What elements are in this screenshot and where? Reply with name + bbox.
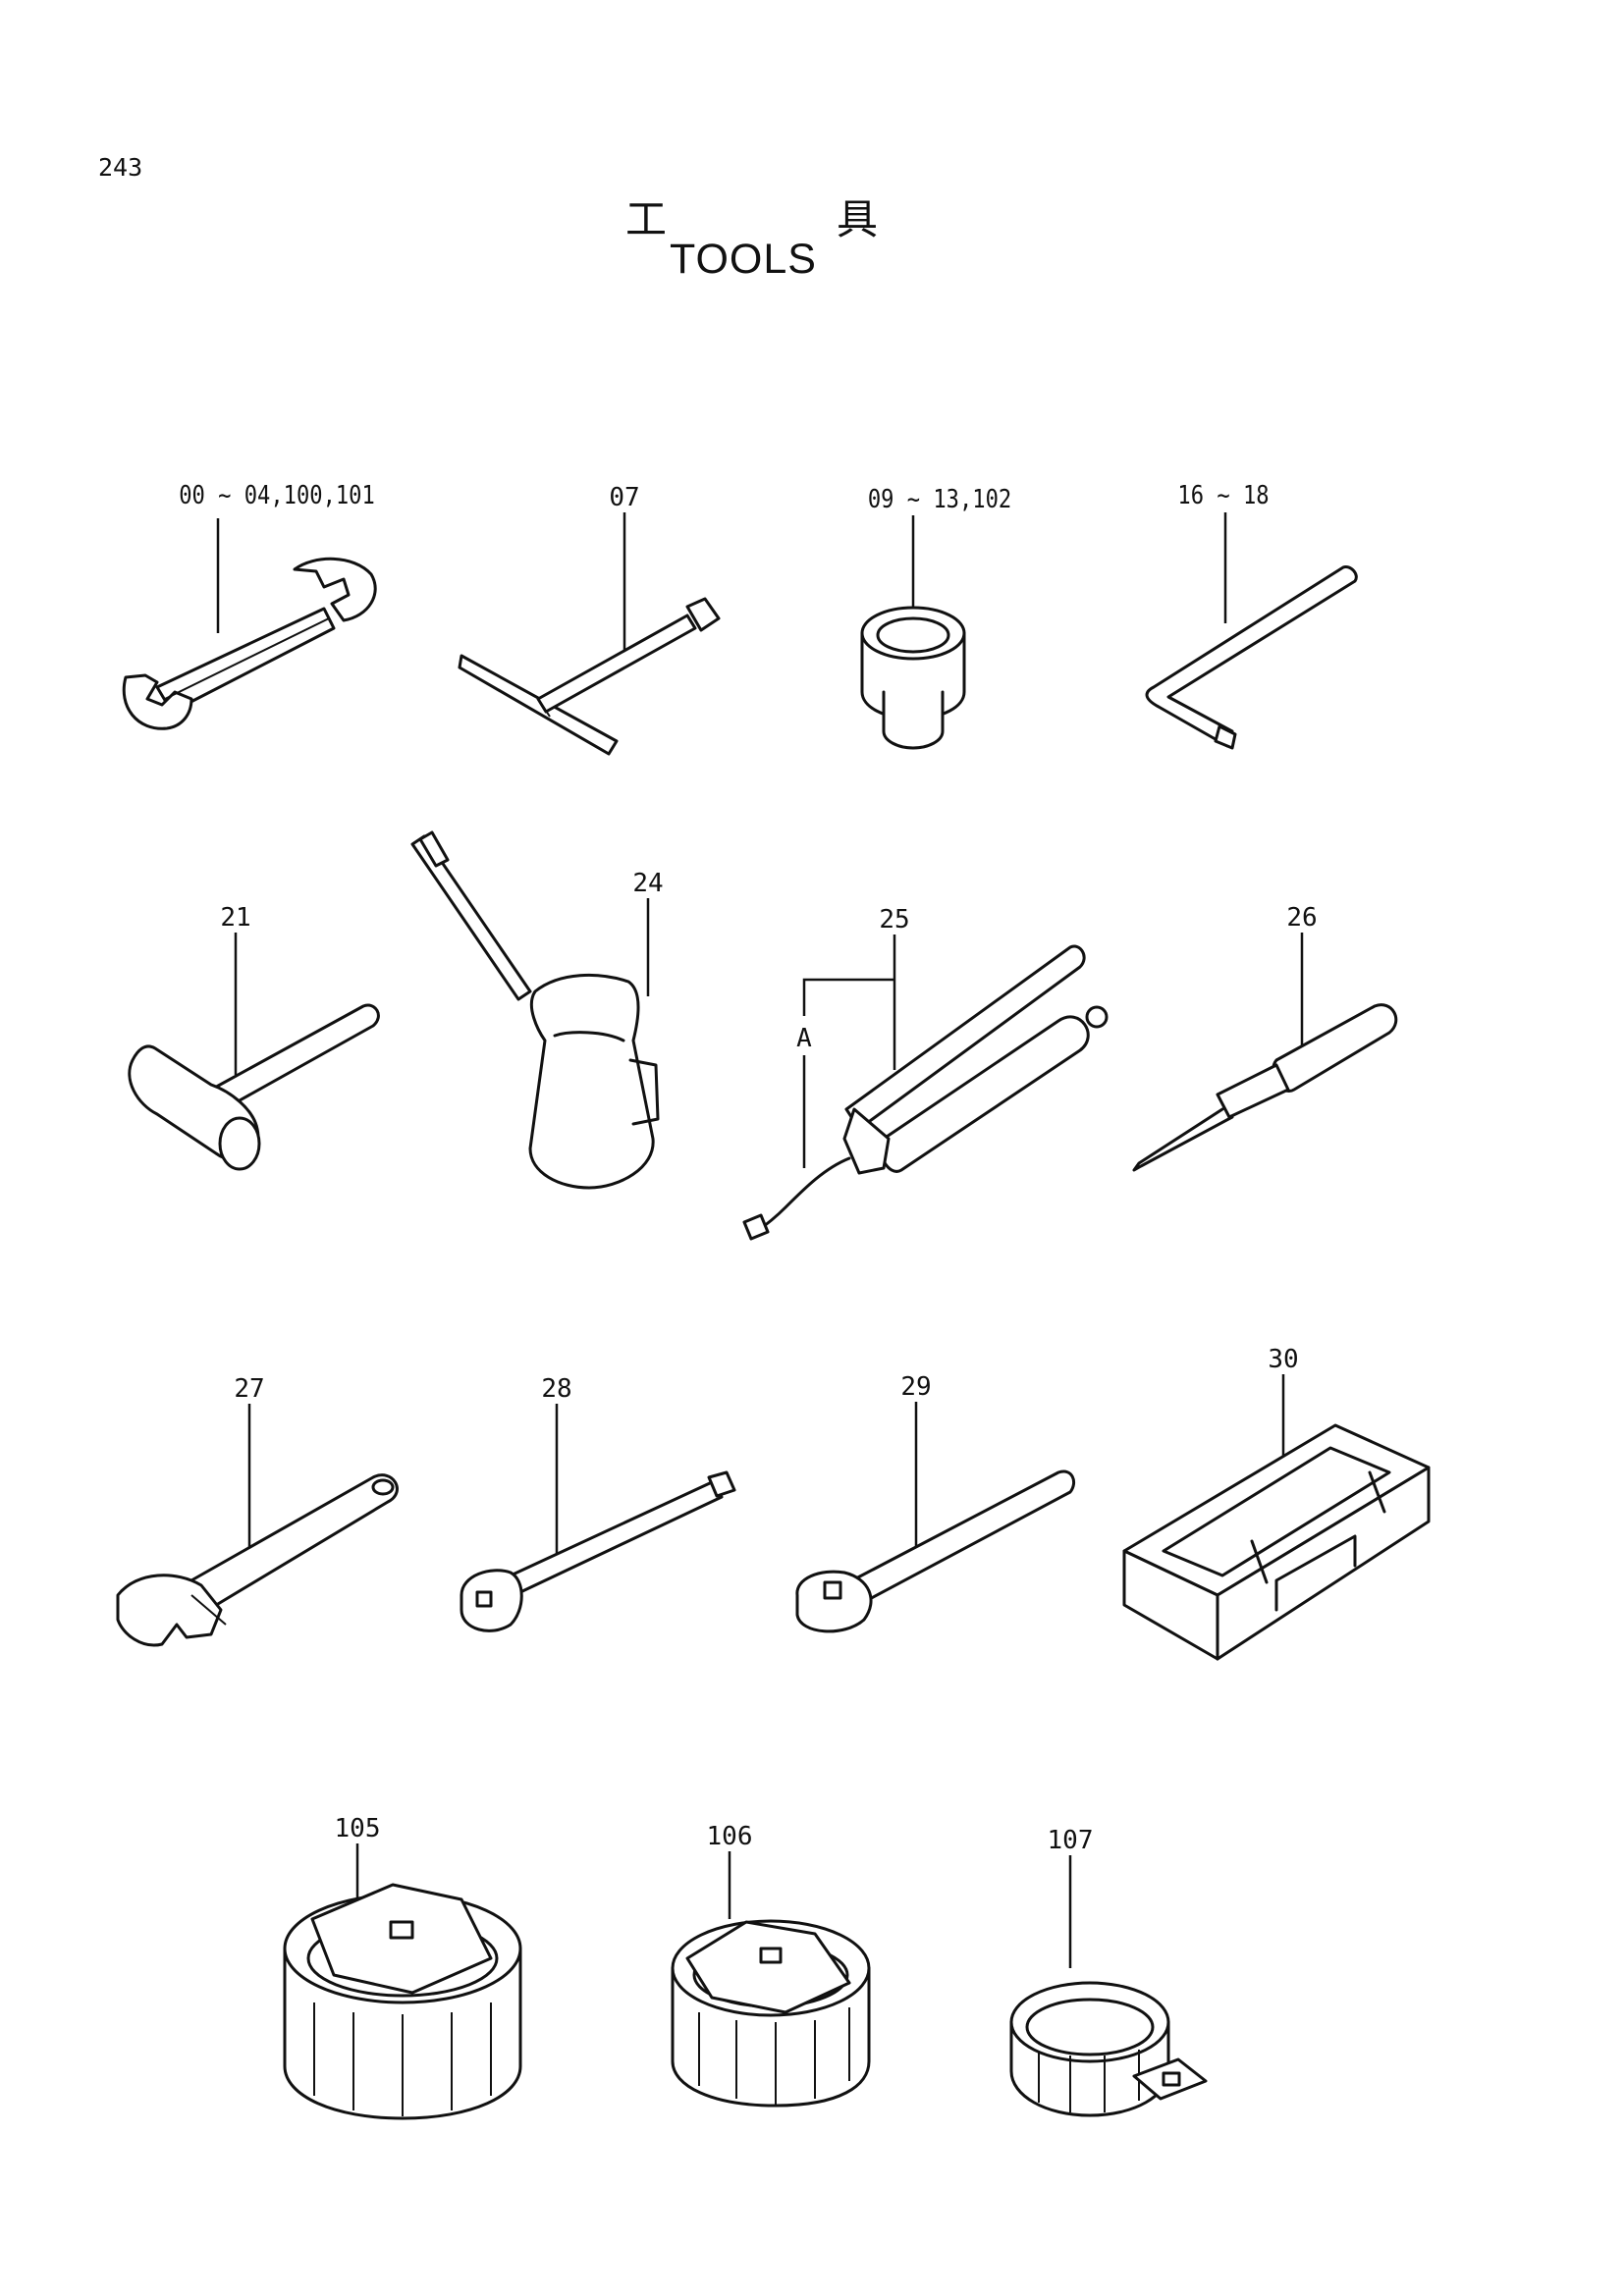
screwdriver <box>1132 933 1398 1172</box>
adjustable-wrench <box>116 1404 399 1647</box>
hex-key <box>1145 512 1358 750</box>
callout-hammer: 21 <box>220 903 251 933</box>
filter-wrench-small <box>1009 1855 1208 2117</box>
callout-oil-can: 24 <box>632 869 664 898</box>
double-open-end-wrench <box>122 518 377 730</box>
oil-can <box>410 830 660 1190</box>
ratchet-handle <box>795 1402 1075 1633</box>
page-title-japanese: 工 具 <box>0 187 1624 245</box>
callout-filter-wrench-medium: 106 <box>706 1822 753 1851</box>
grease-gun <box>742 934 1109 1241</box>
callout-tool-box: 30 <box>1268 1345 1299 1374</box>
tool-box <box>1122 1374 1431 1661</box>
callout-socket: 09 ~ 13,102 <box>867 485 1012 514</box>
ball-peen-hammer <box>128 933 380 1171</box>
callout-t-wrench: 07 <box>609 483 640 512</box>
callout-screwdriver: 26 <box>1286 903 1318 933</box>
socket <box>860 515 966 750</box>
callout-filter-wrench-small: 107 <box>1047 1826 1094 1855</box>
extension-bar <box>460 1404 736 1632</box>
callout-grease-gun-nozzle: A <box>796 1024 812 1053</box>
callout-hex-key: 16 ~ 18 <box>1177 481 1270 510</box>
page-title: TOOLS <box>670 236 817 283</box>
callout-wrench: 00 ~ 04,100,101 <box>179 481 375 510</box>
t-handle-socket-wrench <box>458 512 721 756</box>
filter-wrench-medium <box>671 1851 871 2108</box>
callout-grease-gun: 25 <box>879 905 910 934</box>
callout-filter-wrench-large: 105 <box>334 1814 381 1843</box>
filter-wrench-large <box>283 1843 522 2120</box>
callout-extension-bar: 28 <box>541 1374 572 1404</box>
callout-ratchet-handle: 29 <box>900 1372 932 1402</box>
callout-adjustable-wrench: 27 <box>234 1374 265 1404</box>
title-jp-char-2: 具 <box>837 195 879 243</box>
title-jp-char-1: 工 <box>625 195 668 243</box>
page-number: 243 <box>98 153 143 182</box>
